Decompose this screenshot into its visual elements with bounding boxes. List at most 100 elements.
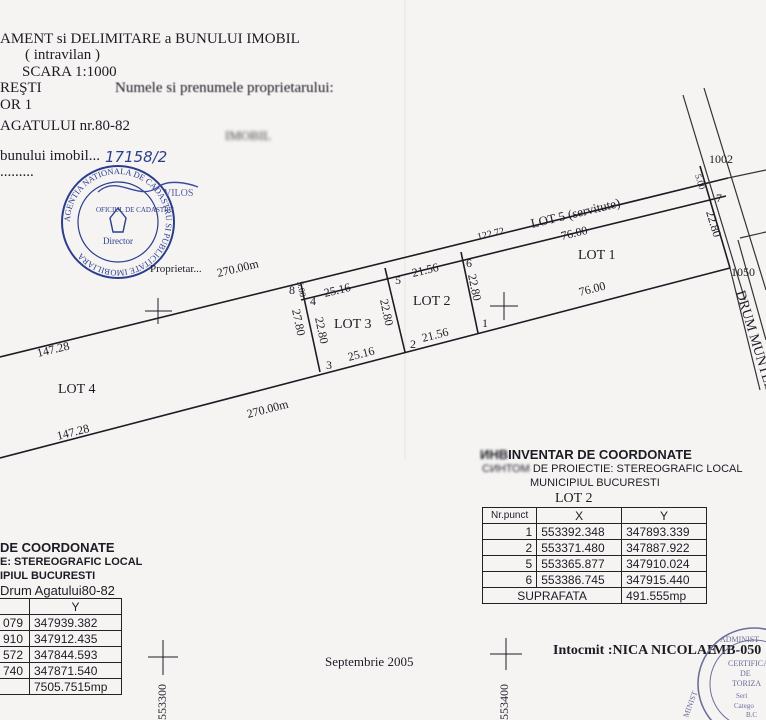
x-cell: 079 xyxy=(0,614,30,631)
point-label: 7 xyxy=(716,191,722,205)
parcel-top-boundary xyxy=(0,177,729,358)
column-header: X xyxy=(536,507,623,524)
street-label: AGATULUI nr.80-82 xyxy=(0,118,130,134)
lot-label: LOT 4 xyxy=(58,382,95,397)
seal-line: DE xyxy=(740,669,751,678)
table-row: 1 553392.348 347893.339 xyxy=(481,523,707,540)
x-cell: 910 xyxy=(0,630,30,647)
lot-label: LOT 3 xyxy=(334,317,371,332)
dimension-label: 22.80 xyxy=(703,209,724,239)
seal-line: TORIZA xyxy=(732,679,761,688)
point-label: 1 xyxy=(482,316,488,330)
lot-label: LOT 2 xyxy=(413,294,450,309)
stamp-ring-text: AGENTIA NATIONALA DE CADASTRU SI PUBLICI… xyxy=(62,166,174,278)
certificate-number: MB-050 xyxy=(713,643,762,658)
road-edge-4 xyxy=(737,239,766,341)
dimension-label: 27.80 xyxy=(289,308,308,337)
y-cell: 347915.440 xyxy=(621,571,707,588)
lot2-right-boundary xyxy=(460,251,479,334)
seal-line: Catego xyxy=(734,702,754,710)
grid-coordinate-label: 553400 xyxy=(497,684,511,720)
area-value: 491.555mp xyxy=(621,587,707,604)
dimension-label: 147.28 xyxy=(35,339,70,360)
stamp-inner-text: OFICIUL DE CADASTRU xyxy=(96,206,174,214)
dimension-label: 22.80 xyxy=(312,316,331,345)
document-date: Septembrie 2005 xyxy=(325,654,414,669)
point-label: 6 xyxy=(466,256,472,270)
table-row: 5 553365.877 347910.024 xyxy=(481,555,707,572)
road-edge-2 xyxy=(703,87,766,291)
svg-text:AGENTIA NATIONALA DE CADASTRU: AGENTIA NATIONALA DE CADASTRU SI PUBLICI… xyxy=(62,166,174,278)
x-cell: 553365.877 xyxy=(536,555,623,572)
table-row: 740 347871.540 xyxy=(0,662,122,679)
area-label: SUPRAFATA xyxy=(481,587,623,604)
y-cell: 347871.540 xyxy=(29,662,122,679)
inventory-lot: LOT 2 xyxy=(555,491,593,506)
area-row: SUPRAFATA 491.555mp xyxy=(481,587,707,604)
property-label: bunului imobil... xyxy=(0,148,101,164)
area-row: 7505.7515mp xyxy=(0,678,122,695)
x-cell: 553386.745 xyxy=(536,571,623,588)
stamp-signature: VILOS xyxy=(164,188,193,199)
y-cell: 347844.593 xyxy=(29,646,122,663)
inventory-municipality: MUNICIPIUL BUCURESTI xyxy=(530,477,660,489)
y-cell: 347912.435 xyxy=(29,630,122,647)
sector-label: OR 1 xyxy=(0,97,33,113)
parcel-right-boundary xyxy=(699,165,731,269)
dimension-label: 22.80 xyxy=(465,273,484,302)
owner-text: Proprietar... xyxy=(150,263,202,275)
dimension-label: 22.80 xyxy=(377,298,396,327)
point-label: 1002 xyxy=(709,152,733,166)
road-edge-3 xyxy=(729,267,761,391)
x-cell: 553392.348 xyxy=(536,523,623,540)
table-row: 2 553371.480 347887.922 xyxy=(481,539,707,556)
y-cell: 347893.339 xyxy=(621,523,707,540)
blurred-mark: IMOBIL xyxy=(225,128,272,143)
column-header: Nr.punct xyxy=(481,507,538,524)
dimension-label: 122.72 xyxy=(476,226,505,243)
lot2-left-boundary xyxy=(384,267,406,353)
seal-line: CERTIFICA xyxy=(728,659,766,668)
dimension-label: 270.00m xyxy=(245,397,290,421)
parcel-bottom-boundary xyxy=(0,267,731,459)
coat-of-arms-icon xyxy=(109,206,127,233)
scale-label: SCARA 1:1000 xyxy=(22,64,117,80)
point-label: 1050 xyxy=(731,265,755,279)
column-header: Y xyxy=(621,507,707,524)
authorization-seal: ADMINIST CERTIFICA DE TORIZA Seri Catego… xyxy=(681,627,766,720)
table-row: 572 347844.593 xyxy=(0,646,122,663)
lot-label: LOT 1 xyxy=(578,248,615,263)
point-label: 2 xyxy=(410,337,416,351)
y-cell: 347939.382 xyxy=(29,614,122,631)
seal-line: B.C xyxy=(746,711,757,719)
seal-ring-text: ADMINIST xyxy=(720,635,759,644)
table-row: 079 347939.382 xyxy=(0,614,122,631)
table-row: 910 347912.435 xyxy=(0,630,122,647)
road-edge-1 xyxy=(682,94,746,301)
dimension-label: 5.00 xyxy=(693,173,707,191)
servitude-line xyxy=(300,195,727,301)
dimension-label: 5.00 xyxy=(295,280,308,298)
point-cell: 2 xyxy=(481,539,538,556)
inventory-projection: СИНТОМ DE PROIECTIE: STEREOGRAFIC LOCAL xyxy=(482,463,743,475)
point-label: 3 xyxy=(326,358,332,372)
left-coordinates-table: Y 079 347939.382 910 347912.435 572 3478… xyxy=(0,598,122,695)
left-inventory-municipality: IPIUL BUCURESTI xyxy=(0,570,96,582)
column-header xyxy=(0,598,30,615)
cadastral-number: 17158/2 xyxy=(105,148,168,166)
point-cell: 1 xyxy=(481,523,538,540)
left-inventory-projection: E: STEREOGRAFIC LOCAL xyxy=(0,556,143,568)
inventory-projection-prefix: СИНТОМ xyxy=(482,463,530,475)
point-label: 4 xyxy=(310,294,316,308)
inventory-title: ИНВINVENTAR DE COORDONATE xyxy=(480,447,692,462)
table-header-row: Y xyxy=(0,598,122,615)
x-cell: 572 xyxy=(0,646,30,663)
left-inventory-title: DE COORDONATE xyxy=(0,540,115,555)
document-title: AMENT si DELIMITARE a BUNULUI IMOBIL xyxy=(0,31,300,47)
author-label: Intocmit :NICA NICOLAE xyxy=(553,643,717,658)
point-label: 5 xyxy=(395,273,401,287)
column-header: Y xyxy=(29,598,122,615)
left-inventory-lot: Drum Agatului80-82 xyxy=(0,583,115,598)
seal-line: Seri xyxy=(736,692,747,700)
